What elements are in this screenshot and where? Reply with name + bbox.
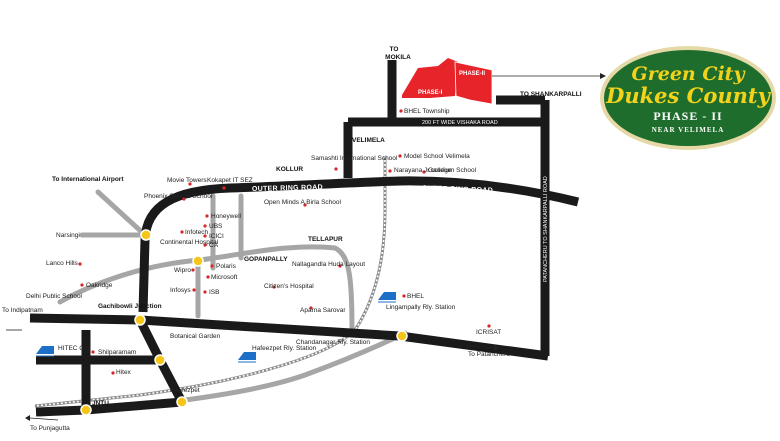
label-hitex: Hitex [116, 369, 132, 376]
train-icon [378, 292, 396, 303]
label-nallagandla: Nallagandla Huda Layout [292, 261, 365, 268]
label-lanco: Lanco Hills [46, 260, 79, 267]
junction-hafeezpet [176, 396, 188, 408]
orr-label-left: OUTER RING ROAD [252, 184, 323, 193]
label-ubs: UBS [209, 223, 223, 230]
phase-1-label: PHASE-I [418, 90, 443, 96]
road-gopanpally-tellapur [57, 244, 355, 333]
label-icrisat: ICRISAT [476, 329, 501, 336]
patancheru-road-label: PATANCHERU TO SHANKARPALLI ROAD [543, 176, 549, 282]
label-phoenix: Phoenix Greens School [144, 193, 213, 200]
label-samashti: Samashti International School [311, 155, 398, 162]
junction-jntu-left [80, 404, 92, 416]
junction-botanical [154, 354, 166, 366]
label-hitec-city: HITEC City [58, 345, 91, 352]
place-markers [78, 109, 491, 375]
label-aparna: Aparna Sarovar [300, 307, 346, 314]
label-ca: CA [209, 242, 219, 249]
label-gopanpally: GOPANPALLY [244, 256, 288, 263]
label-to-mokila: MOKILA [385, 54, 411, 61]
logo-line-2: Dukes County [605, 83, 771, 108]
label-bhel-township: BHEL Township [404, 108, 450, 115]
label-chandanagar: Chandanagar Rly. Station [296, 339, 370, 346]
label-to-shankarpalli: TO SHANKARPALLI [520, 91, 582, 98]
label-narayana: Narayana Jr.college [394, 167, 452, 174]
label-infotech: Infotech [185, 229, 209, 236]
label-narsingi: Narsingi [56, 232, 80, 239]
label-citizens: Citizen's Hospital [264, 283, 314, 290]
label-to-mokila-1: TO [390, 46, 399, 53]
label-to-indipatnam: To Indipatnam [2, 307, 43, 314]
label-hafeezpet: Hafeezpet [170, 387, 200, 394]
label-microsoft: Microsoft [211, 274, 238, 281]
outer-ring-road [138, 176, 580, 313]
label-gaudium: Gaudium School [428, 167, 477, 174]
orr-label-right: OUTER RING ROAD [422, 185, 493, 194]
label-to-punjagutta: To Punjagutta [30, 425, 70, 432]
label-oakridge: Oakridge [86, 282, 113, 289]
label-polaris: Polaris [216, 263, 237, 270]
label-icici: ICICI [209, 233, 224, 240]
label-gachibowli: Gachibowli Junction [98, 303, 162, 310]
label-wipro: Wipro [174, 267, 191, 274]
junctions [80, 229, 408, 416]
logo-line-1: Green City [632, 63, 747, 85]
label-continental: Continental Hospital [160, 239, 219, 246]
label-velimela: VELIMELA [352, 137, 385, 144]
train-icon [238, 352, 256, 363]
phase-2-area [454, 61, 493, 105]
label-isb: ISB [209, 289, 219, 296]
junction-lingampally [396, 330, 408, 342]
label-open-minds: Open Minds A Birla School [264, 199, 342, 206]
label-jntu: JNTU [92, 400, 109, 407]
label-dps: Delhi Public School [26, 293, 83, 300]
label-movie-towers: Movie Towers [167, 177, 207, 184]
train-icons [36, 292, 396, 363]
label-bhel: BHEL [407, 293, 424, 300]
direction-arrows [6, 329, 499, 421]
place-labels: TO MOKILA TO SHANKARPALLI BHEL Township … [2, 46, 582, 432]
label-to-patancheru: To Patancheru [468, 351, 510, 358]
label-hafeezpet-rly: Hafeezpet Rly. Station [252, 345, 317, 352]
green-city-logo: Green City Dukes County PHASE - II NEAR … [600, 46, 776, 150]
junction-polaris [192, 255, 204, 267]
label-tellapur: TELLAPUR [308, 236, 343, 243]
phase-2-label: PHASE-II [459, 71, 485, 77]
label-lingampally: Lingampally Rly. Station [386, 304, 456, 311]
label-kokapet: Kokapet IT SEZ [207, 177, 253, 184]
logo-line-3: PHASE - II [653, 109, 722, 123]
junction-narsingi [140, 229, 152, 241]
project-phases: PHASE-I PHASE-II [402, 58, 606, 105]
label-infosys: Infosys [170, 287, 191, 294]
label-botanical: Botanical Garden [170, 333, 221, 340]
label-honeywell: Honeywell [211, 213, 242, 220]
phase-1-area [402, 58, 458, 98]
label-kollur: KOLLUR [276, 166, 303, 173]
junction-gachibowli [134, 314, 146, 326]
logo-line-4: NEAR VELIMELA [652, 126, 725, 134]
label-shilparamam: Shilparamam [98, 349, 136, 356]
label-to-airport: To International Airport [52, 176, 124, 183]
major-roads [29, 60, 580, 417]
train-icon [36, 346, 54, 357]
vishaka-road-label: 200 FT WIDE VISHAKA ROAD [422, 120, 498, 126]
label-model-school: Model School Velimela [404, 153, 470, 160]
road-to-airport [95, 189, 148, 238]
